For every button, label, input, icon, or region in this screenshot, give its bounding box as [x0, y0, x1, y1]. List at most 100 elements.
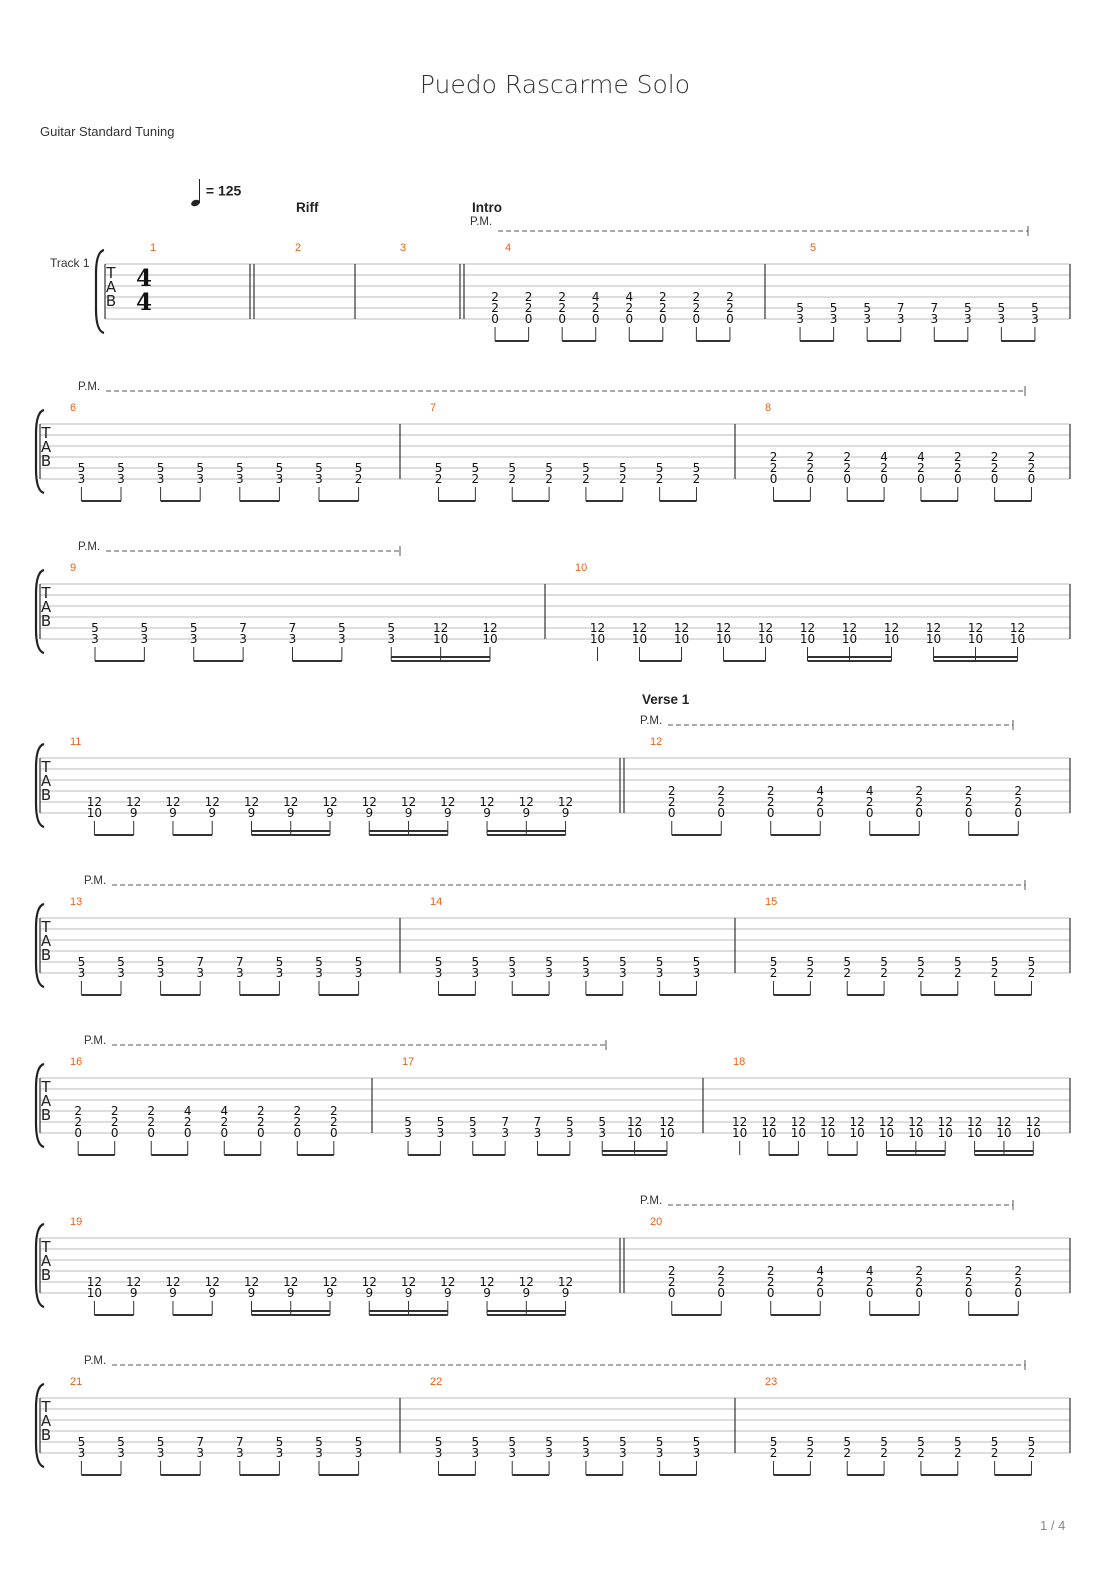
fret-number: 5 — [656, 1435, 664, 1449]
measure-number: 23 — [765, 1376, 777, 1388]
fret-number: 3 — [141, 632, 149, 646]
fret-number: 10 — [908, 1126, 923, 1140]
fret-number: 0 — [74, 1126, 82, 1140]
fret-number: 2 — [111, 1104, 119, 1118]
fret-number: 2 — [807, 461, 815, 475]
fret-number: 5 — [917, 955, 925, 969]
fret-number: 2 — [1028, 1446, 1036, 1460]
fret-number: 7 — [236, 1435, 244, 1449]
fret-number: 5 — [91, 621, 99, 635]
fret-number: 2 — [668, 1264, 676, 1278]
tab-clef-letter: B — [41, 786, 51, 804]
fret-number: 2 — [491, 290, 499, 304]
fret-number: 2 — [184, 1115, 192, 1129]
fret-number: 2 — [917, 966, 925, 980]
fret-number: 5 — [566, 1115, 574, 1129]
fret-number: 2 — [991, 1446, 999, 1460]
fret-number: 2 — [843, 966, 851, 980]
fret-number: 5 — [964, 301, 972, 315]
fret-number: 3 — [276, 966, 284, 980]
fret-number: 0 — [767, 806, 775, 820]
fret-number: 12 — [205, 1275, 220, 1289]
fret-number: 2 — [582, 472, 590, 486]
fret-number: 2 — [965, 1264, 973, 1278]
fret-number: 12 — [519, 795, 534, 809]
fret-number: 12 — [716, 621, 731, 635]
fret-number: 2 — [991, 966, 999, 980]
fret-number: 2 — [816, 795, 824, 809]
fret-number: 3 — [78, 472, 86, 486]
staff-brace — [34, 742, 45, 829]
fret-number: 2 — [915, 795, 923, 809]
fret-number: 5 — [863, 301, 871, 315]
fret-number: 2 — [807, 450, 815, 464]
fret-number: 0 — [915, 1286, 923, 1300]
fret-number: 12 — [87, 1275, 102, 1289]
fret-number: 5 — [472, 461, 480, 475]
fret-number: 10 — [968, 632, 983, 646]
fret-number: 2 — [866, 1275, 874, 1289]
fret-number: 2 — [293, 1104, 301, 1118]
fret-number: 10 — [590, 632, 605, 646]
measure-number: 15 — [765, 896, 777, 908]
tab-clef-letter: T — [105, 264, 116, 282]
fret-number: 7 — [289, 621, 297, 635]
fret-number: 9 — [365, 806, 373, 820]
fret-number: 0 — [965, 1286, 973, 1300]
fret-number: 10 — [732, 1126, 747, 1140]
song-title: Puedo Rascarme Solo — [419, 70, 691, 99]
fret-number: 5 — [545, 955, 553, 969]
fret-number: 3 — [196, 472, 204, 486]
fret-number: 2 — [717, 784, 725, 798]
fret-number: 3 — [501, 1126, 509, 1140]
fret-number: 5 — [78, 1435, 86, 1449]
fret-number: 12 — [479, 1275, 494, 1289]
fret-number: 5 — [693, 1435, 701, 1449]
palm-mute-label: P.M. — [84, 875, 106, 887]
fret-number: 10 — [632, 632, 647, 646]
fret-number: 3 — [355, 1446, 363, 1460]
tab-clef-letter: A — [41, 772, 52, 790]
fret-number: 2 — [472, 472, 480, 486]
fret-number: 12 — [87, 795, 102, 809]
measure-number: 19 — [70, 1216, 82, 1228]
fret-number: 0 — [668, 806, 676, 820]
staff-brace — [34, 408, 45, 495]
fret-number: 10 — [820, 1126, 835, 1140]
section-label: Riff — [296, 200, 319, 215]
fret-number: 3 — [435, 966, 443, 980]
fret-number: 5 — [619, 955, 627, 969]
fret-number: 5 — [598, 1115, 606, 1129]
fret-number: 0 — [917, 472, 925, 486]
fret-number: 10 — [800, 632, 815, 646]
tab-clef-letter: T — [40, 1078, 51, 1096]
tab-clef-letter: B — [41, 1106, 51, 1124]
measure-number: 21 — [70, 1376, 82, 1388]
tab-clef-letter: A — [41, 1092, 52, 1110]
fret-number: 5 — [807, 1435, 815, 1449]
fret-number: 10 — [433, 632, 448, 646]
fret-number: 2 — [726, 301, 734, 315]
fret-number: 5 — [472, 1435, 480, 1449]
fret-number: 9 — [130, 1286, 138, 1300]
fret-number: 5 — [954, 955, 962, 969]
fret-number: 3 — [656, 1446, 664, 1460]
fret-number: 5 — [315, 955, 323, 969]
fret-number: 0 — [816, 806, 824, 820]
staff-brace — [34, 1062, 45, 1149]
fret-number: 10 — [996, 1126, 1011, 1140]
fret-number: 3 — [472, 966, 480, 980]
fret-number: 2 — [1028, 450, 1036, 464]
fret-number: 9 — [562, 806, 570, 820]
measure-number: 11 — [70, 736, 81, 748]
fret-number: 10 — [716, 632, 731, 646]
page-number: 1 / 4 — [1040, 1518, 1066, 1533]
fret-number: 2 — [917, 1446, 925, 1460]
measure-number: 9 — [70, 562, 76, 574]
tab-clef-letter: A — [41, 438, 52, 456]
fret-number: 4 — [625, 290, 633, 304]
fret-number: 9 — [444, 806, 452, 820]
fret-number: 0 — [880, 472, 888, 486]
fret-number: 2 — [843, 461, 851, 475]
fret-number: 2 — [1014, 784, 1022, 798]
